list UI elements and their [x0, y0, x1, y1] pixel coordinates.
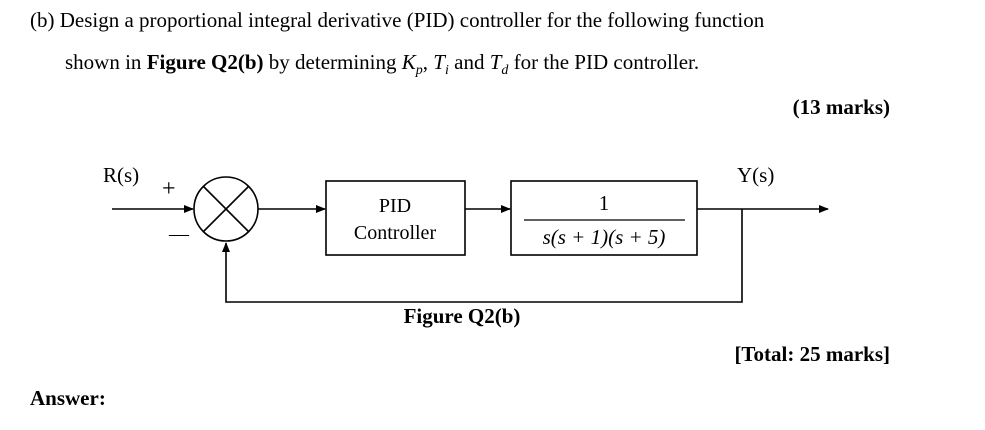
- pid-controller-block: [325, 180, 466, 256]
- figure-reference: Figure Q2(b): [146, 50, 264, 74]
- question-text-2a: shown in: [65, 50, 147, 74]
- plus-sign: +: [162, 176, 176, 202]
- total-marks: [Total: 25 marks]: [734, 342, 890, 366]
- question-text-2b: by determining: [263, 50, 402, 74]
- plant-denominator: s(s + 1)(s + 5): [543, 225, 666, 249]
- question-text-2c: for the PID controller.: [508, 50, 700, 74]
- ti-subscript: i: [444, 63, 449, 79]
- plant-numerator: 1: [599, 191, 610, 215]
- output-label: Y(s): [737, 163, 774, 187]
- question-line-2: shown in Figure Q2(b) by determining Kp,…: [65, 50, 699, 79]
- pid-label: PID: [379, 195, 411, 217]
- kp-subscript: p: [415, 63, 423, 79]
- separator-comma: ,: [422, 50, 434, 74]
- plant-block: [510, 180, 698, 256]
- td-subscript: d: [501, 63, 509, 79]
- feedback-path: [222, 209, 743, 303]
- controller-label: Controller: [354, 222, 437, 244]
- question-text-1: (b) Design a proportional integral deriv…: [30, 8, 765, 32]
- input-label: R(s): [103, 163, 139, 187]
- answer-label: Answer:: [30, 386, 106, 410]
- summing-junction: [193, 176, 259, 242]
- figure-caption: Figure Q2(b): [404, 304, 521, 328]
- marks-label: (13 marks): [792, 95, 890, 119]
- ti-symbol: T: [433, 50, 445, 74]
- minus-sign: —: [168, 223, 190, 245]
- and-text: and: [448, 50, 490, 74]
- question-line-1: (b) Design a proportional integral deriv…: [30, 8, 764, 33]
- td-symbol: T: [489, 50, 502, 74]
- kp-symbol: K: [401, 50, 416, 74]
